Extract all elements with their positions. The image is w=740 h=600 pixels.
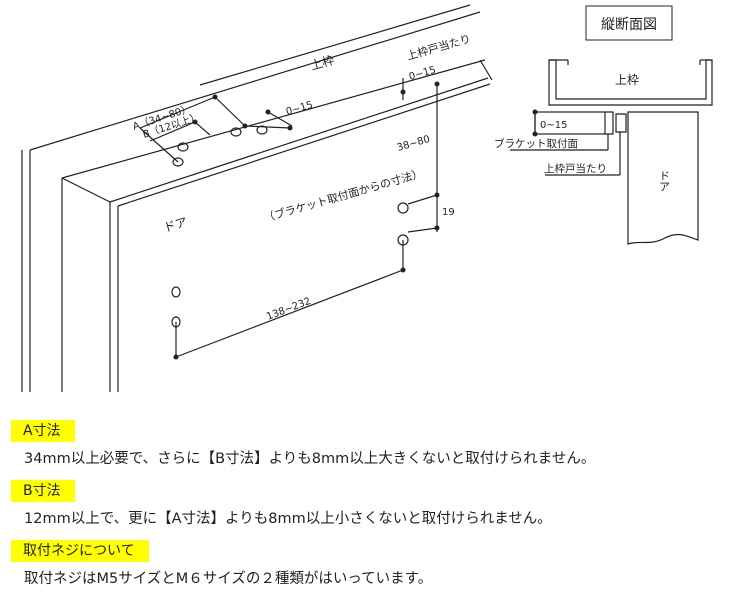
dim-19-bottom-ext: [407, 227, 438, 233]
hole-icon: [171, 286, 181, 298]
door-section: [627, 111, 699, 245]
dim-0-15-right: [267, 111, 293, 127]
dim-0-15-left: [244, 125, 291, 129]
hole-icon: [172, 157, 184, 167]
dim-138-232-line: [175, 269, 404, 358]
dim-b-line: [149, 121, 196, 142]
frame-stop: [605, 111, 614, 135]
door-top-edge: [61, 59, 486, 179]
hole-icon: [177, 142, 189, 152]
vertical-section: 縦断面図 上枠 0~15 ブラケット取付面 上枠戸当たり: [494, 5, 713, 245]
text-mounting-screws: 取付ネジはM5サイズとM６サイズの２種類がはいっています。: [24, 571, 433, 587]
label-upper-frame: 上枠: [309, 53, 336, 73]
section-label-range: 0~15: [540, 120, 567, 131]
label-19: 19: [442, 207, 455, 218]
frame-stop-seal: [615, 113, 627, 133]
label-bracket-note: （ブラケット取付面からの寸法）: [262, 166, 424, 225]
dim-left-ext: [139, 127, 179, 163]
frame-top-line: [199, 4, 471, 86]
label-range-mid: 0~15: [285, 100, 314, 118]
section-label-bracket-face: ブラケット取付面: [494, 137, 578, 150]
section-title: 縦断面図: [601, 17, 657, 33]
section-title-box: [585, 5, 673, 41]
note-a-dimension: A寸法 34mm以上必要で、さらに【B寸法】よりも8mm以上大きくないと取付けら…: [0, 420, 740, 469]
hole-icon: [171, 316, 181, 328]
note-b-dimension: B寸法 12mm以上で、更に【A寸法】よりも8mm以上小さくないと取付けられませ…: [0, 480, 740, 529]
note-mounting-screws: 取付ネジについて 取付ネジはM5サイズとM６サイズの２種類がはいっています。: [0, 540, 740, 589]
heading-mounting-screws: 取付ネジについて: [11, 540, 149, 562]
label-38-80: 38~80: [396, 134, 432, 154]
perspective-drawing: [21, 4, 493, 392]
dim-a-line: [139, 96, 216, 129]
hole-icon: [256, 125, 268, 135]
section-label-door: ドア: [658, 170, 671, 192]
door-face-top-inner: [117, 83, 491, 207]
dimension-dots: [173, 81, 440, 360]
heading-a-dimension: A寸法: [11, 420, 75, 442]
frame-outer-line: [29, 11, 481, 151]
dim-b-ext: [194, 121, 211, 136]
door-corner-line: [61, 177, 111, 203]
label-range-top: 0~15: [408, 65, 437, 83]
text-b-dimension: 12mm以上で、更に【A寸法】よりも8mm以上小さくないと取付けられません。: [24, 511, 552, 527]
door-face-top: [109, 77, 489, 203]
dim-19-top-ext: [407, 194, 438, 205]
installation-diagram: 上枠 上枠戸当たり 0~15 A（34~80） B（12以上） 0~15 38~…: [21, 4, 713, 392]
hole-icon: [230, 127, 242, 137]
mounting-holes: [171, 125, 409, 328]
dim-a-ext: [214, 96, 246, 127]
frame-stop-corner: [479, 59, 493, 81]
label-138-232: 138~232: [265, 296, 312, 323]
text-a-dimension: 34mm以上必要で、さらに【B寸法】よりも8mm以上大きくないと取付けられません…: [24, 451, 596, 467]
label-door-perspective: ドア: [162, 215, 189, 235]
hole-icon: [397, 234, 409, 246]
section-label-frame-stop: 上枠戸当たり: [544, 162, 607, 175]
hole-icon: [397, 202, 409, 214]
heading-b-dimension: B寸法: [11, 480, 75, 502]
label-upper-frame-stop: 上枠戸当たり: [405, 31, 472, 63]
section-label-upper-frame: 上枠: [615, 73, 639, 87]
